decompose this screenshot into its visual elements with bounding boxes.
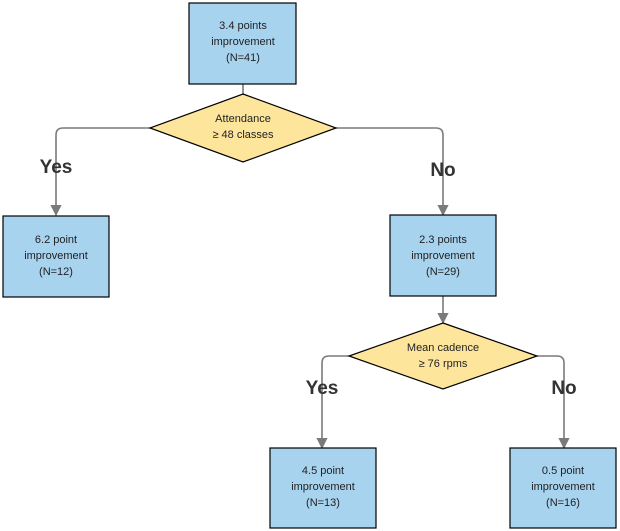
node-no-attendance-line2: improvement bbox=[411, 250, 475, 262]
leaf-yes-attendance-line2: improvement bbox=[24, 250, 88, 262]
split-cadence-line1: Mean cadence bbox=[407, 342, 479, 354]
split-cadence: Mean cadence ≥ 76 rpms bbox=[347, 322, 539, 390]
root-node-line1: 3.4 points bbox=[219, 20, 267, 32]
leaf-no-cadence: 0.5 point improvement (N=16) bbox=[509, 447, 617, 529]
root-node-box bbox=[188, 2, 297, 85]
branch-labels: Yes No Yes No bbox=[40, 157, 577, 399]
edge-split1-yes bbox=[50, 127, 150, 217]
node-no-attendance: 2.3 points improvement (N=29) bbox=[389, 214, 497, 297]
leaf-yes-cadence-box bbox=[269, 447, 377, 529]
node-no-attendance-line1: 2.3 points bbox=[419, 234, 467, 246]
split-attendance: Attendance ≥ 48 classes bbox=[148, 93, 338, 163]
branch-label-yes-2: Yes bbox=[306, 378, 339, 399]
leaf-yes-attendance-line3: (N=12) bbox=[39, 266, 73, 278]
root-node-line2: improvement bbox=[211, 36, 275, 48]
edge-split1-no bbox=[336, 127, 449, 217]
split-attendance-line2: ≥ 48 classes bbox=[212, 129, 274, 141]
root-node-line3: (N=41) bbox=[226, 52, 260, 64]
split-attendance-diamond bbox=[148, 93, 338, 163]
leaf-yes-attendance-box bbox=[2, 215, 110, 298]
branch-label-no-2: No bbox=[551, 378, 576, 399]
leaf-no-cadence-line2: improvement bbox=[531, 481, 595, 493]
root-node: 3.4 points improvement (N=41) bbox=[188, 2, 297, 85]
leaf-no-cadence-line1: 0.5 point bbox=[542, 465, 584, 477]
leaf-yes-cadence: 4.5 point improvement (N=13) bbox=[269, 447, 377, 529]
leaf-yes-attendance: 6.2 point improvement (N=12) bbox=[2, 215, 110, 298]
branch-label-yes-1: Yes bbox=[40, 157, 73, 178]
leaf-yes-attendance-line1: 6.2 point bbox=[35, 234, 77, 246]
branch-label-no-1: No bbox=[430, 160, 455, 181]
edge-split2-yes bbox=[316, 355, 349, 450]
split-cadence-diamond bbox=[347, 322, 539, 390]
leaf-yes-cadence-line3: (N=13) bbox=[306, 497, 340, 509]
split-cadence-line2: ≥ 76 rpms bbox=[419, 358, 468, 370]
connectors bbox=[50, 84, 570, 450]
split-attendance-line1: Attendance bbox=[215, 113, 271, 125]
node-no-attendance-line3: (N=29) bbox=[426, 266, 460, 278]
node-no-attendance-box bbox=[389, 214, 497, 297]
leaf-yes-cadence-line1: 4.5 point bbox=[302, 465, 344, 477]
edge-split2-no bbox=[537, 355, 570, 450]
leaf-no-cadence-line3: (N=16) bbox=[546, 497, 580, 509]
leaf-no-cadence-box bbox=[509, 447, 617, 529]
leaf-yes-cadence-line2: improvement bbox=[291, 481, 355, 493]
